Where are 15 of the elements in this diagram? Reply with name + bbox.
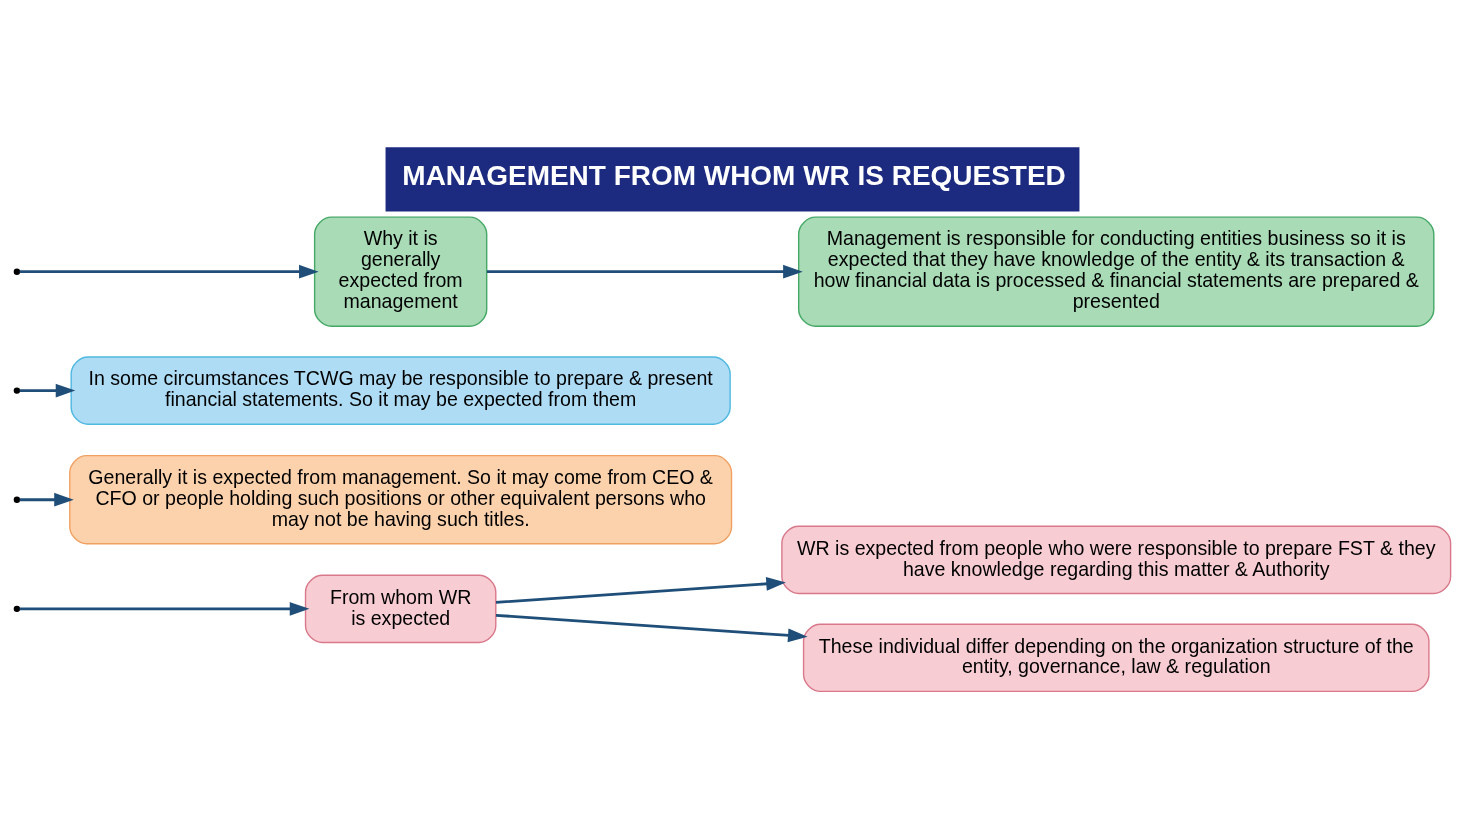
arrow <box>487 264 803 279</box>
node-box: Why it is generally expected from management <box>313 216 488 327</box>
arrow <box>19 492 74 507</box>
arrow <box>495 576 786 604</box>
node-box: From whom WR is expected <box>304 574 497 644</box>
node-box: Management is responsible for conducting entities business so it is expected that they have knowledge of the entity & its transaction & how financial data is processed & financial statements are prepared & presented <box>797 216 1435 327</box>
arrow <box>19 383 76 398</box>
diagram-title: MANAGEMENT FROM WHOM WR IS REQUESTED <box>402 159 1066 191</box>
node-box: Generally it is expected from management. So it may come from CEO & CFO or people holding such positions or other equivalent persons who may not be having such titles. <box>69 454 733 545</box>
arrow <box>495 613 808 643</box>
node-box: WR is expected from people who were responsible to prepare FST & they have knowledge regarding this matter & Authority <box>781 525 1452 595</box>
node-box: These individual differ depending on the organization structure of the entity, governance, law & regulation <box>802 623 1430 693</box>
node-box: In some circumstances TCWG may be responsible to prepare & present financial statements. So it may be expected from them <box>70 356 731 425</box>
arrow <box>19 264 319 279</box>
arrow <box>19 602 310 616</box>
